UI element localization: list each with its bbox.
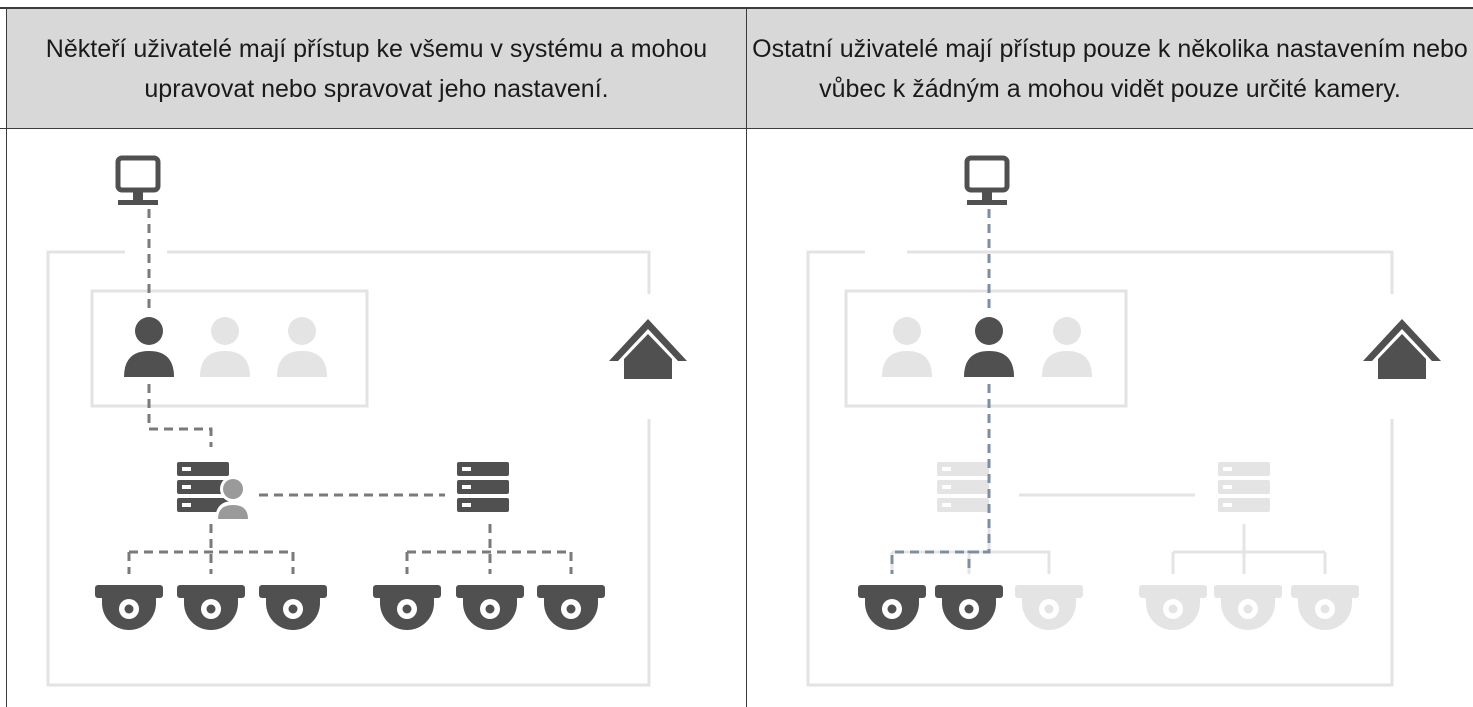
camera-icon <box>456 585 524 630</box>
user-group-frame <box>90 289 369 408</box>
user-group-frame <box>844 289 1128 408</box>
camera-icon <box>858 585 926 630</box>
user-to-camera-line <box>890 550 979 574</box>
monitor-icon <box>964 155 1010 205</box>
system-frame <box>806 250 1394 687</box>
user-icon <box>277 317 327 377</box>
camera-icon <box>95 585 163 630</box>
header-text-full-access: Někteří uživatelé mají přístup ke všemu … <box>45 34 708 103</box>
admin-user-icon <box>124 317 174 377</box>
camera-icon <box>1291 585 1359 630</box>
camera-icon <box>373 585 441 630</box>
server-icon <box>937 462 989 512</box>
system-frame <box>46 250 651 687</box>
camera-icon <box>1214 585 1282 630</box>
table-column-divider <box>746 9 747 707</box>
table-top-border <box>0 7 1473 9</box>
user-icon <box>200 317 250 377</box>
home-icon <box>1363 319 1441 379</box>
restricted-user-icon <box>964 317 1014 377</box>
user-to-server-line <box>147 384 213 447</box>
user-icon <box>882 317 932 377</box>
monitor-icon <box>115 155 161 205</box>
camera-icon <box>537 585 605 630</box>
camera-icon <box>259 585 327 630</box>
header-text-limited-access: Ostatní uživatelé mají přístup pouze k n… <box>752 34 1468 103</box>
header-bottom-border <box>0 128 1473 129</box>
camera-tree-right <box>1171 524 1327 574</box>
camera-icon <box>177 585 245 630</box>
user-to-camera-line <box>967 384 991 574</box>
full-access-diagram <box>7 129 746 707</box>
home-icon <box>609 319 687 379</box>
system-frame-top-right <box>167 250 651 294</box>
system-frame-top-right <box>907 250 1394 294</box>
camera-icon <box>1139 585 1207 630</box>
table-left-border <box>6 9 7 707</box>
user-icon <box>1042 317 1092 377</box>
camera-icon <box>935 585 1003 630</box>
server-icon <box>457 462 509 512</box>
server-icon <box>1218 462 1270 512</box>
header-cell-full-access: Někteří uživatelé mají přístup ke všemu … <box>7 9 746 128</box>
camera-icon <box>1015 585 1083 630</box>
camera-tree-right <box>405 524 573 574</box>
camera-tree-left <box>127 524 295 574</box>
server-with-admin-icon <box>177 462 251 521</box>
header-cell-limited-access: Ostatní uživatelé mají přístup pouze k n… <box>747 9 1473 128</box>
limited-access-diagram <box>747 129 1473 707</box>
